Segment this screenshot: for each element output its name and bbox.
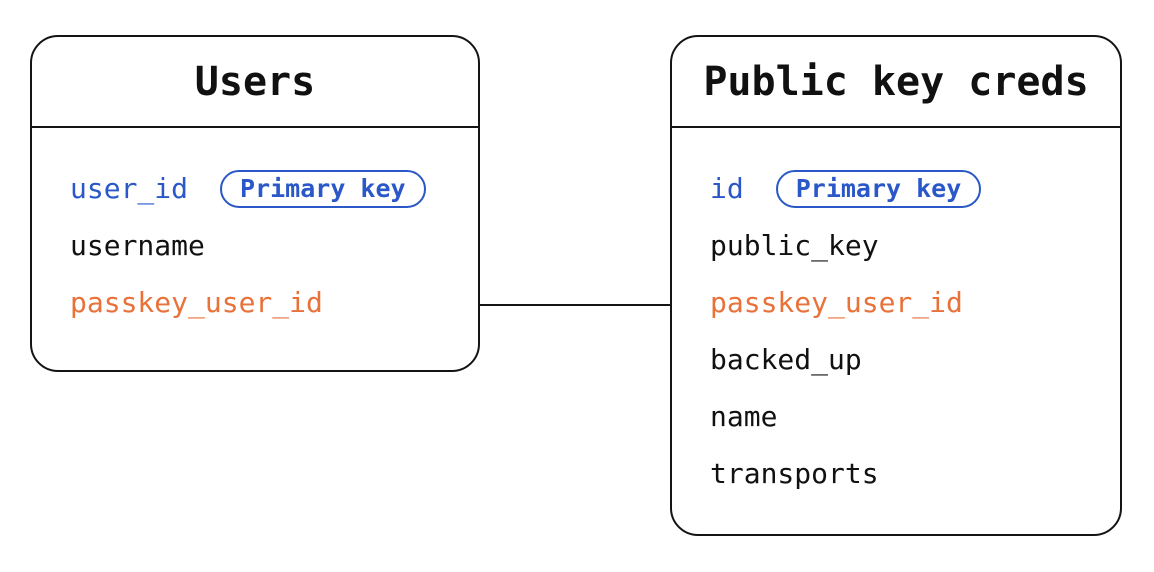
- primary-key-badge: Primary key: [220, 169, 426, 208]
- field-row: username: [70, 217, 458, 274]
- field-name: transports: [710, 457, 879, 490]
- entity-users-title: Users: [32, 37, 478, 128]
- field-row: user_id Primary key: [70, 160, 458, 217]
- field-row: passkey_user_id: [70, 274, 458, 331]
- field-name: username: [70, 229, 205, 262]
- field-name: user_id: [70, 172, 189, 205]
- entity-users: Users user_id Primary key username passkey_…: [30, 35, 480, 372]
- entity-public-key-creds: Public key creds id Primary key public_key…: [670, 35, 1122, 536]
- field-row: transports: [710, 445, 1100, 502]
- field-name: public_key: [710, 229, 879, 262]
- field-name: passkey_user_id: [70, 286, 323, 319]
- primary-key-badge: Primary key: [775, 169, 982, 208]
- field-name: name: [710, 400, 778, 433]
- field-row: public_key: [710, 217, 1100, 274]
- field-row: name: [710, 388, 1100, 445]
- field-row: passkey_user_id: [710, 274, 1100, 331]
- field-name: id: [710, 172, 744, 205]
- field-name: backed_up: [710, 343, 862, 376]
- field-row: id Primary key: [710, 160, 1100, 217]
- relationship-line: [478, 304, 672, 306]
- field-name: passkey_user_id: [710, 286, 963, 319]
- entity-public-key-creds-title: Public key creds: [672, 37, 1120, 128]
- field-row: backed_up: [710, 331, 1100, 388]
- entity-users-fields: user_id Primary key username passkey_user_i…: [32, 128, 478, 331]
